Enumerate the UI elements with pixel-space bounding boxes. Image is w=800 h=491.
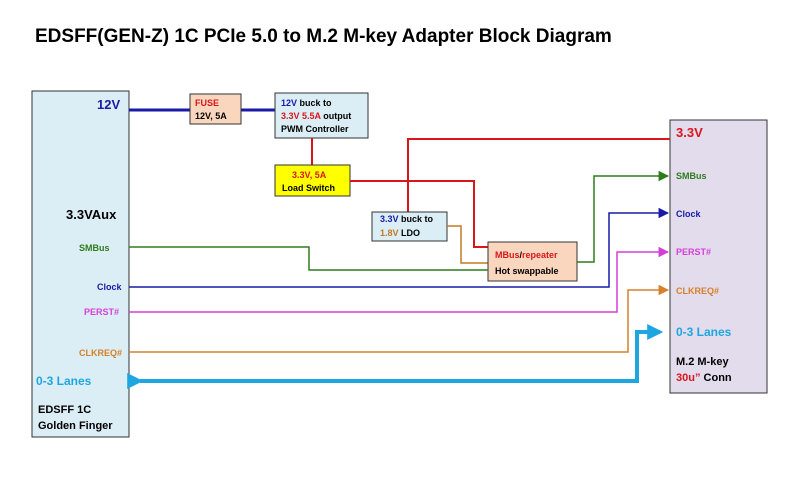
left-lanes-label: 0-3 Lanes <box>36 374 92 388</box>
load-switch-label: Load Switch <box>282 183 335 193</box>
buck-12v-line1: 12V buck to <box>281 98 332 108</box>
line-33v-rail <box>407 138 670 212</box>
right-connector-box <box>669 119 768 394</box>
line-perst <box>129 246 670 313</box>
left-connector-box <box>31 90 130 438</box>
repeater-title: MBus/repeater <box>495 250 558 260</box>
right-smbus-label: SMBus <box>676 171 707 181</box>
right-connector-name-1: M.2 M-key <box>676 356 729 368</box>
right-clkreq-label: CLKREQ# <box>676 286 719 296</box>
fuse-rating: 12V, 5A <box>195 111 227 121</box>
line-smbus-out <box>577 170 670 263</box>
ldo-line1: 3.3V buck to <box>380 214 434 224</box>
fuse-box <box>189 93 242 125</box>
line-clkreq <box>129 284 670 353</box>
left-12v-label: 12V <box>97 97 120 112</box>
left-connector-name-2: Golden Finger <box>38 420 113 432</box>
left-aux-label: 3.3VAux <box>66 207 117 222</box>
repeater-box <box>487 241 578 282</box>
load-switch-box <box>274 164 351 197</box>
fuse-label: FUSE <box>195 98 219 108</box>
left-clock-label: Clock <box>97 282 123 292</box>
buck-12v-line2: 3.3V 5.5A output <box>281 111 351 121</box>
line-switch-to-repeater <box>350 180 488 248</box>
right-perst-label: PERST# <box>676 247 711 257</box>
line-smbus-in <box>129 246 488 271</box>
right-33v-label: 3.3V <box>676 125 703 140</box>
load-switch-rating: 3.3V, 5A <box>292 170 327 180</box>
right-lanes-label: 0-3 Lanes <box>676 325 732 339</box>
left-connector-name-1: EDSFF 1C <box>38 404 91 416</box>
left-perst-label: PERST# <box>84 307 119 317</box>
left-smbus-label: SMBus <box>79 243 110 253</box>
right-clock-label: Clock <box>676 209 702 219</box>
buck-12v-line3: PWM Controller <box>281 124 349 134</box>
line-ldo-to-repeater <box>447 225 488 264</box>
repeater-subtitle: Hot swappable <box>495 266 559 276</box>
line-clock <box>129 207 670 288</box>
left-clkreq-label: CLKREQ# <box>79 348 122 358</box>
diagram-title: EDSFF(GEN-Z) 1C PCIe 5.0 to M.2 M-key Ad… <box>35 26 612 47</box>
ldo-line2: 1.8V LDO <box>380 228 420 238</box>
buck-12v-box <box>274 92 369 139</box>
right-connector-name-2: 30u” Conn <box>676 372 732 384</box>
line-lanes <box>127 324 664 389</box>
